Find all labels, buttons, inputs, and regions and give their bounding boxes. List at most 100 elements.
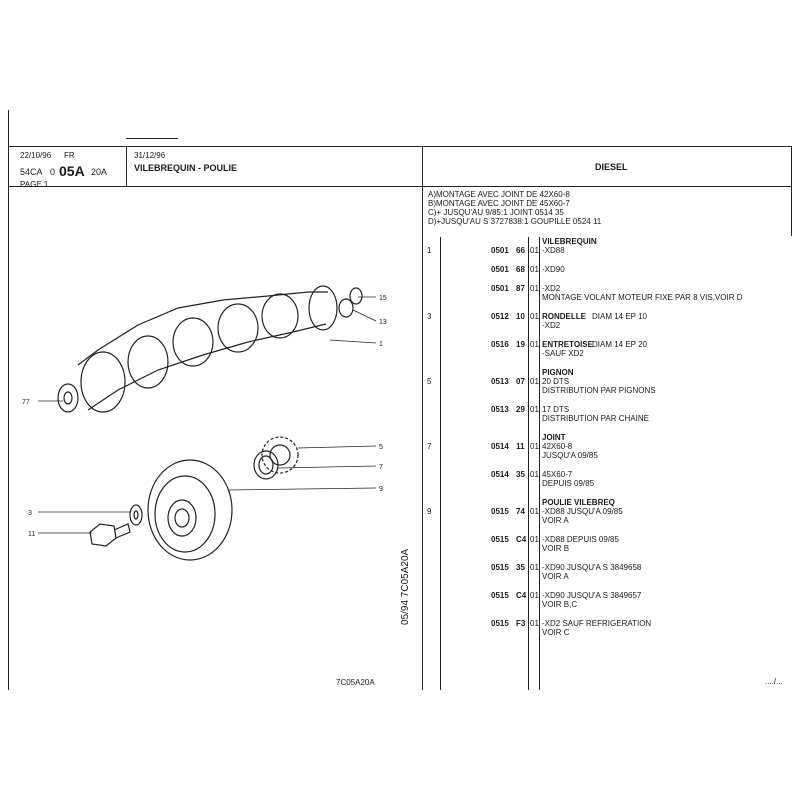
part-qty: 01 — [530, 312, 539, 321]
callout-7: 7 — [379, 464, 383, 471]
part-suffix: F3 — [516, 619, 526, 628]
continued-marker: ..../... — [765, 677, 783, 686]
header-code-zero: 0 — [50, 167, 56, 177]
part-ref: 3 — [427, 312, 432, 321]
part-suffix: 29 — [516, 405, 525, 414]
part-suffix: 35 — [516, 470, 525, 479]
header-language: FR — [64, 151, 75, 160]
right-border-stub — [791, 146, 792, 236]
part-qty: 01 — [530, 470, 539, 479]
header-code-suffix: 20A — [91, 167, 108, 177]
note-b: B)MONTAGE AVEC JOINT DE 45X60-7 — [428, 199, 570, 208]
part-desc: 17 DTS — [542, 405, 570, 414]
part-desc: VOIR A — [542, 516, 569, 525]
side-code: 05/94 7C05A20A — [400, 548, 411, 625]
part-number: 0515 — [491, 591, 509, 600]
part-number: 0513 — [491, 405, 509, 414]
part-suffix: C4 — [516, 591, 527, 600]
part-suffix: 19 — [516, 340, 525, 349]
part-ref: 7 — [427, 442, 432, 451]
part-desc: JUSQU'A 09/85 — [542, 451, 598, 460]
part-desc: -XD90 JUSQU'A S 3849658 — [542, 563, 642, 572]
part-desc: DISTRIBUTION PAR PIGNONS — [542, 386, 656, 395]
callout-1: 1 — [379, 341, 383, 348]
header-code-main: 05A — [59, 163, 85, 179]
note-d: D)+JUSQU'AU S 3727838:1 GOUPILLE 0524 11 — [428, 217, 602, 226]
part-ref: 9 — [427, 507, 432, 516]
part-desc: -SAUF XD2 — [542, 349, 584, 358]
part-desc: VOIR C — [542, 628, 570, 637]
callout-leaders — [38, 296, 377, 534]
part-qty: 01 — [530, 405, 539, 414]
part-qty: 01 — [530, 507, 539, 516]
part-title: ENTRETOISE — [542, 340, 593, 349]
part-qty: 01 — [530, 377, 539, 386]
part-desc: -XD2 — [542, 321, 561, 330]
part-suffix: 10 — [516, 312, 525, 321]
note-a: A)MONTAGE AVEC JOINT DE 42X60-8 — [428, 190, 570, 199]
part-desc: DIAM 14 EP 20 — [592, 340, 647, 349]
callout-77: 77 — [22, 399, 30, 406]
part-number: 0514 — [491, 470, 509, 479]
header-page: PAGE 1 — [20, 180, 49, 189]
part-qty: 01 — [530, 265, 539, 274]
header-top-stub — [126, 138, 178, 139]
page-title: VILEBREQUIN - POULIE — [134, 163, 238, 173]
part-number: 0501 — [491, 284, 509, 293]
part-title: PIGNON — [542, 368, 574, 377]
col-qty-left — [528, 237, 529, 690]
callout-5: 5 — [379, 444, 383, 451]
callout-13: 13 — [379, 319, 387, 326]
crankshaft-drawing — [57, 285, 338, 413]
part-number: 0515 — [491, 563, 509, 572]
part-desc: 20 DTS — [542, 377, 570, 386]
header-code-prefix: 54CA — [20, 167, 43, 177]
exploded-diagram: 15 13 1 77 5 7 9 3 11 — [22, 285, 387, 561]
part-suffix: C4 — [516, 535, 527, 544]
top-border — [8, 146, 792, 147]
part-number: 0515 — [491, 535, 509, 544]
callout-9: 9 — [379, 486, 383, 493]
sprocket-drawing — [253, 436, 299, 480]
part-title: VILEBREQUIN — [542, 237, 597, 246]
part-ref: 1 — [427, 246, 432, 255]
part-number: 0515 — [491, 507, 509, 516]
part-suffix: 11 — [516, 442, 525, 451]
part-desc: -XD2 — [542, 284, 561, 293]
part-desc: -XD88 DEPUIS 09/85 — [542, 535, 619, 544]
part-qty: 01 — [530, 563, 539, 572]
part-number: 0516 — [491, 340, 509, 349]
header-bottom-line — [8, 186, 792, 187]
part-title: POULIE VILEBREQ — [542, 498, 615, 507]
part-suffix: 35 — [516, 563, 525, 572]
part-number: 0515 — [491, 619, 509, 628]
header-divider-1 — [126, 146, 127, 186]
part-number: 0514 — [491, 442, 509, 451]
part-title: RONDELLE — [542, 312, 586, 321]
part-qty: 01 — [530, 442, 539, 451]
left-border — [8, 110, 9, 690]
note-c: C)+ JUSQU'AU 9/85:1 JOINT 0514 35 — [428, 208, 564, 217]
part-suffix: 66 — [516, 246, 525, 255]
part-desc: VOIR B,C — [542, 600, 578, 609]
part-desc: -XD88 JUSQU'A 09/85 — [542, 507, 623, 516]
part-desc: -XD2 SAUF REFRIGERATION — [542, 619, 652, 628]
seal-ring-drawing — [338, 287, 363, 318]
part-suffix: 68 — [516, 265, 525, 274]
callout-3: 3 — [28, 510, 32, 517]
callout-11: 11 — [28, 531, 35, 538]
washer-drawing — [129, 504, 143, 526]
part-desc: 45X60-7 — [542, 470, 573, 479]
part-desc: MONTAGE VOLANT MOTEUR FIXE PAR 8 VIS,VOI… — [542, 293, 743, 302]
part-number: 0513 — [491, 377, 509, 386]
part-ref: 5 — [427, 377, 432, 386]
part-desc: VOIR B — [542, 544, 570, 553]
callout-15: 15 — [379, 295, 387, 302]
engine-label: DIESEL — [595, 162, 628, 172]
bottom-code: 7C05A20A — [336, 678, 375, 687]
col-ref-right — [440, 237, 441, 690]
part-desc: 42X60-8 — [542, 442, 573, 451]
part-number: 0501 — [491, 246, 509, 255]
header-date-left: 22/10/96 — [20, 151, 52, 160]
pulley-drawing — [147, 459, 233, 561]
